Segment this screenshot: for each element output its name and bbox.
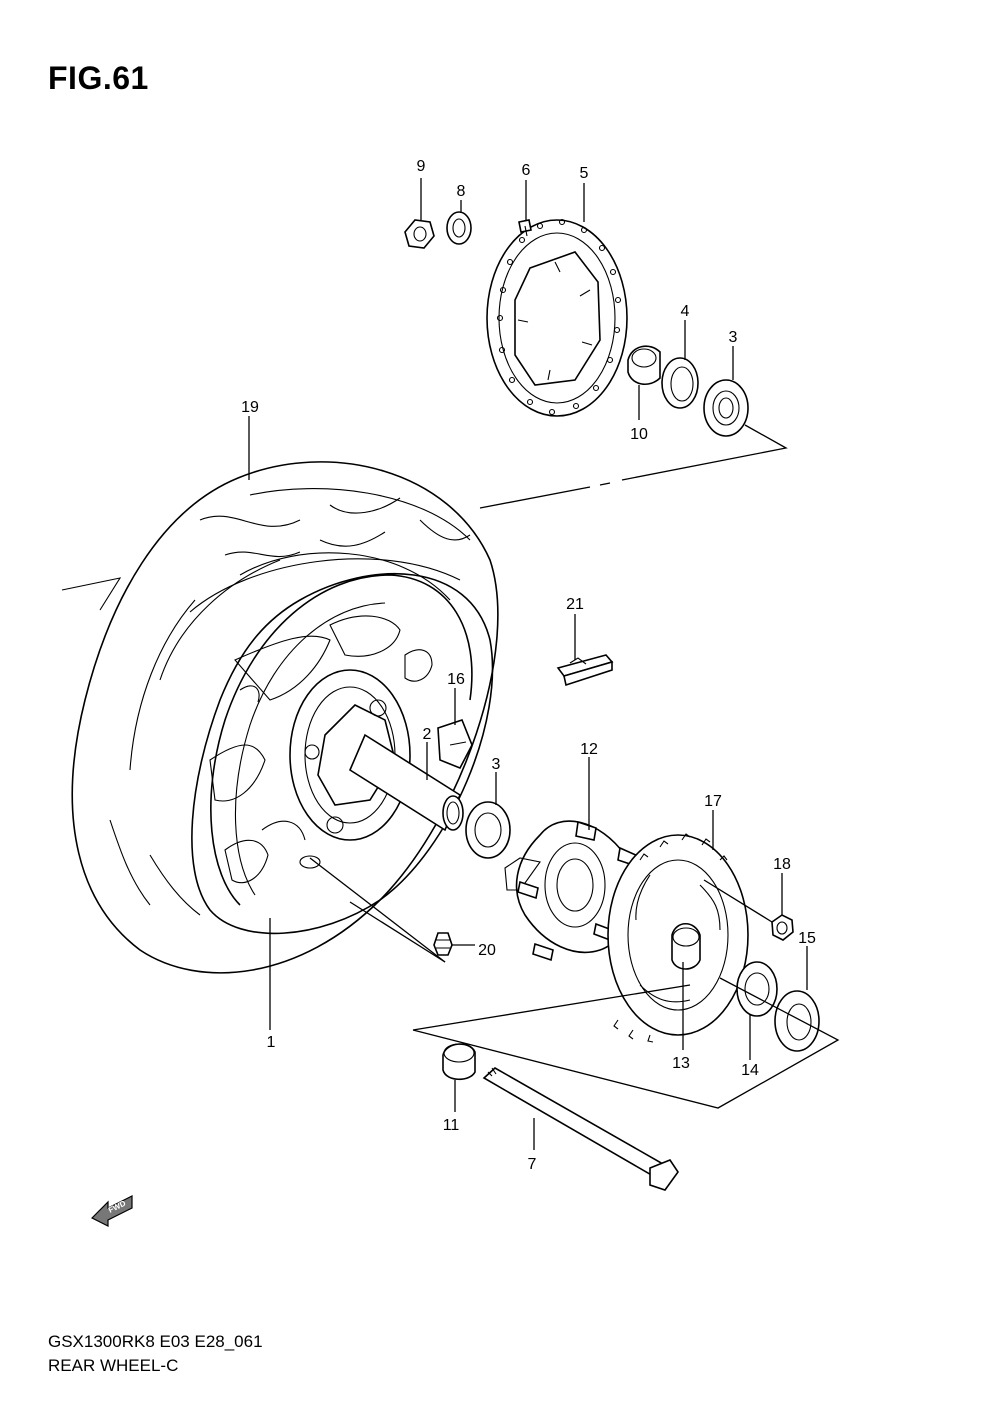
- nut-9: [404, 219, 435, 249]
- fwd-arrow-icon: FWD: [90, 1195, 133, 1227]
- spacer-10: [627, 345, 661, 385]
- callout-19: 19: [241, 399, 259, 416]
- callout-6: 6: [522, 162, 531, 179]
- washer-8: [446, 211, 472, 245]
- callout-2: 2: [423, 726, 432, 743]
- callout-14: 14: [741, 1062, 759, 1079]
- sprocket-carrier: [504, 820, 639, 962]
- wheel-rim: [209, 574, 473, 906]
- callout-10: 10: [630, 426, 648, 443]
- oil-seal-4: [661, 357, 699, 409]
- callout-3-lower: 3: [492, 756, 501, 773]
- callout-3-upper: 3: [729, 329, 738, 346]
- model-code: GSX1300RK8 E03 E28_061: [48, 1332, 263, 1351]
- callout-15: 15: [798, 930, 816, 947]
- callout-9: 9: [417, 158, 426, 175]
- callout-12: 12: [580, 741, 598, 758]
- callout-5: 5: [580, 165, 589, 182]
- callout-7: 7: [528, 1156, 537, 1173]
- callout-13: 13: [672, 1055, 690, 1072]
- axle: [482, 1067, 679, 1191]
- cush-rubber: [437, 719, 473, 770]
- spacer-11: [442, 1043, 476, 1081]
- callout-16: 16: [447, 671, 465, 688]
- figure-title: FIG.61: [48, 60, 149, 96]
- leader-lines: [248, 178, 808, 1150]
- section-title: REAR WHEEL-C: [48, 1356, 179, 1375]
- callout-21: 21: [566, 596, 584, 613]
- axle-spacer: [348, 733, 464, 832]
- guide-line-lower: [412, 977, 840, 1109]
- seal-15: [774, 990, 820, 1052]
- guide-line-upper: [479, 424, 788, 509]
- sprocket-spacer-13: [671, 922, 701, 970]
- nut-18-guide: [703, 879, 773, 923]
- valve-guide-lines: [299, 855, 446, 963]
- callout-4: 4: [681, 303, 690, 320]
- nut-18: [771, 914, 794, 941]
- air-valve: [433, 932, 453, 956]
- callout-18: 18: [773, 856, 791, 873]
- bearing-3-lower: [465, 801, 511, 859]
- callout-20: 20: [478, 942, 496, 959]
- brake-disc: [486, 218, 628, 417]
- balancer-weight: [556, 654, 614, 687]
- callouts: 9 8 6 5 4 3 10 19 21 16 2 3 12 17 18 15 …: [241, 158, 816, 1173]
- callout-8: 8: [457, 183, 466, 200]
- bearing-3-upper: [703, 379, 749, 437]
- callout-17: 17: [704, 793, 722, 810]
- tire: [61, 461, 499, 974]
- callout-11: 11: [443, 1117, 460, 1134]
- bearing-14: [736, 961, 778, 1017]
- disc-bolt: [518, 219, 532, 237]
- callout-1: 1: [267, 1034, 276, 1051]
